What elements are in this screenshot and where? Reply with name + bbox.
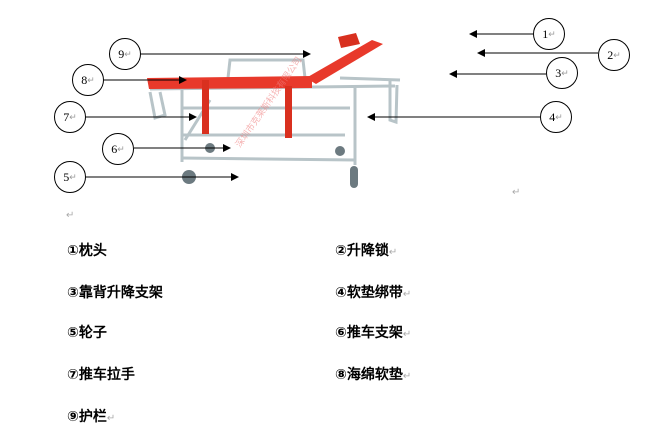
paragraph-mark: ↵ xyxy=(124,48,132,59)
callout-number: 2 xyxy=(607,47,614,62)
legend-label: 推车拉手 xyxy=(78,367,135,383)
callout-number: 1 xyxy=(542,26,549,41)
callout-number: 9 xyxy=(118,46,125,61)
legend-item-4: ④软垫绑带↵ xyxy=(335,282,411,302)
callout-number: 7 xyxy=(63,109,70,124)
legend-label: 海绵软垫 xyxy=(346,367,403,383)
legend-item-1: ①枕头 xyxy=(67,240,107,260)
legend-label: 护栏 xyxy=(78,409,107,425)
legend-number: ⑦ xyxy=(67,367,79,383)
paragraph-mark: ↵ xyxy=(555,111,563,122)
callout-1: 1↵ xyxy=(533,18,565,50)
legend-number: ① xyxy=(67,243,79,259)
legend-item-7: ⑦推车拉手 xyxy=(67,364,135,384)
legend-item-3: ③靠背升降支架 xyxy=(67,282,163,302)
callout-number: 3 xyxy=(555,65,562,80)
paragraph-mark: ↵ xyxy=(548,28,556,39)
callout-2: 2↵ xyxy=(598,39,630,71)
callout-8: 8↵ xyxy=(72,64,104,96)
paragraph-mark: ↵ xyxy=(402,371,412,382)
callout-number: 5 xyxy=(63,169,70,184)
paragraph-mark: ↵ xyxy=(388,247,398,258)
legend-item-8: ⑧海绵软垫↵ xyxy=(335,364,411,384)
callout-4: 4↵ xyxy=(540,101,572,133)
legend-label: 推车支架 xyxy=(346,325,403,341)
legend-number: ⑥ xyxy=(335,325,347,341)
paragraph-mark: ↵ xyxy=(402,289,412,300)
paragraph-mark: ↵ xyxy=(402,329,412,340)
paragraph-mark: ↵ xyxy=(561,67,569,78)
paragraph-mark: ↵ xyxy=(87,74,95,85)
legend-item-5: ⑤轮子 xyxy=(67,322,107,342)
callout-5: 5↵ xyxy=(54,161,86,193)
callout-6: 6↵ xyxy=(102,133,134,165)
legend-label: 轮子 xyxy=(78,325,107,341)
stretcher-diagram: 深圳市克莱斯科技有限公司 xyxy=(86,30,598,188)
paragraph-mark: ↵ xyxy=(69,111,77,122)
legend-label: 软垫绑带 xyxy=(346,285,403,301)
legend-number: ④ xyxy=(335,285,347,301)
callout-3: 3↵ xyxy=(546,57,578,89)
mattress xyxy=(147,33,383,89)
legend-item-2: ②升降锁↵ xyxy=(335,240,397,260)
legend-label: 靠背升降支架 xyxy=(78,285,163,301)
callout-9: 9↵ xyxy=(109,38,141,70)
callout-number: 8 xyxy=(81,72,88,87)
legend-number: ⑤ xyxy=(67,325,79,341)
legend-label: 枕头 xyxy=(78,243,107,259)
paragraph-mark: ↵ xyxy=(613,49,621,60)
callout-number: 6 xyxy=(111,141,118,156)
paragraph-mark: ↵ xyxy=(66,210,75,221)
paragraph-mark: ↵ xyxy=(69,171,77,182)
callout-7: 7↵ xyxy=(54,101,86,133)
paragraph-mark: ↵ xyxy=(512,187,521,198)
legend-number: ⑨ xyxy=(67,409,79,425)
legend-label: 升降锁 xyxy=(346,243,389,259)
legend-item-9: ⑨护栏↵ xyxy=(67,406,115,426)
paragraph-mark: ↵ xyxy=(106,413,116,424)
stretcher-photo: 深圳市克莱斯科技有限公司 xyxy=(147,33,401,188)
callout-arrows xyxy=(86,30,598,181)
legend-number: ③ xyxy=(67,285,79,301)
callout-number: 4 xyxy=(549,109,556,124)
legend-number: ⑧ xyxy=(335,367,347,383)
paragraph-mark: ↵ xyxy=(117,143,125,154)
legend-number: ② xyxy=(335,243,347,259)
legend-item-6: ⑥推车支架↵ xyxy=(335,322,411,342)
